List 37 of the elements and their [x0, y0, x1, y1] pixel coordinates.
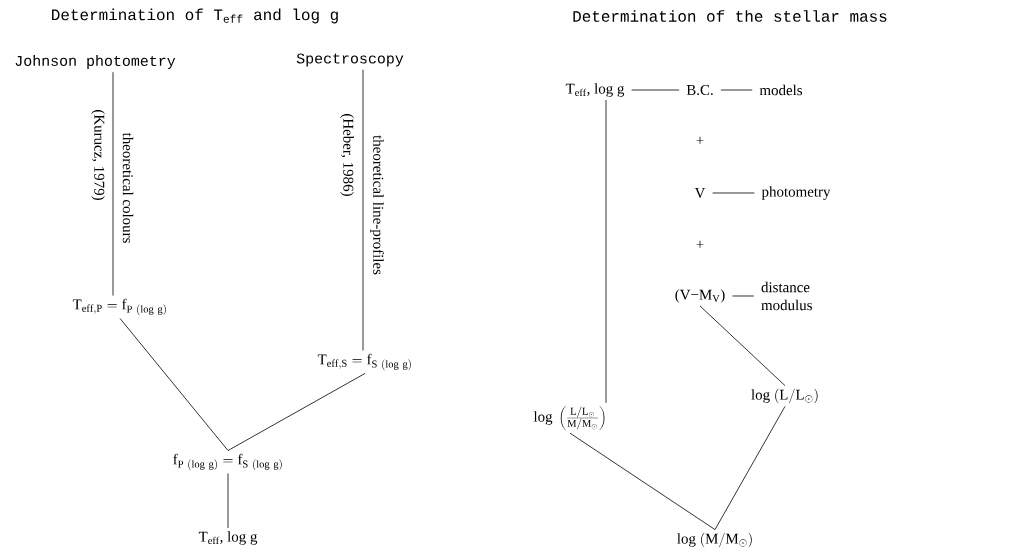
node-text: B.C.	[686, 84, 713, 96]
node-text: T$_{eff}$, log g	[565, 83, 625, 97]
node-text: (V−M$_{V}$)	[675, 289, 725, 303]
edge-label: theoretical line-profiles	[370, 135, 384, 275]
plus-sign: +	[696, 240, 704, 248]
node-text: T$_{eff}$, log g	[198, 531, 258, 545]
connector-line	[699, 305, 786, 386]
connector-line	[119, 318, 229, 451]
node-text: V	[694, 188, 706, 198]
formula-text: $\mathrm{log}\ (\mathrm{L/L_\odot})$	[751, 388, 818, 404]
connector-line	[714, 405, 786, 530]
connector-line	[569, 432, 716, 530]
node-text: distance modulus	[761, 281, 812, 311]
heading-text: Determination of T$_{eff}$ and log g	[52, 8, 338, 24]
formula-text: $\mathrm{f_{P\ (log\ g)}} = \mathrm{f_{S\ (log\ g)}}$	[173, 453, 282, 471]
heading-text: Spectroscopy	[296, 53, 404, 67]
formula-text: $\mathrm{T_{eff,S}} = \mathrm{f_{S\ (log\ g)}}$	[317, 353, 411, 371]
connector-line	[712, 192, 755, 194]
connector-line	[112, 71, 114, 296]
heading-text: Determination of the stellar mass	[573, 10, 887, 22]
reference-text: (Heber, 1986)	[340, 114, 354, 196]
connector-line	[605, 99, 607, 404]
connector-line	[362, 69, 364, 351]
formula-text: $\mathrm{log}\ (\mathrm{M/M_\odot})$	[677, 532, 752, 548]
heading-text: Johnson photometry	[15, 55, 176, 69]
plus-sign: +	[696, 136, 704, 144]
formula-text: $\mathrm{log}\ \left(\frac{\mathrm{L/L_\odot}}{\mathrm{M/M_\odot}}\right)$	[533, 406, 605, 430]
connector-line	[227, 473, 229, 529]
node-text: models	[759, 84, 803, 96]
edge-label: theoretical colours	[122, 132, 134, 243]
formula-text: $\mathrm{T_{eff,P}} = \mathrm{f_{P\ (log\ g)}}$	[72, 298, 166, 316]
connector-line	[732, 295, 755, 297]
node-text: photometry	[761, 186, 831, 200]
connector-line	[631, 89, 680, 91]
connector-line	[720, 89, 753, 91]
reference-text: (Kurucz, 1979)	[91, 110, 105, 200]
connector-line	[227, 373, 366, 451]
